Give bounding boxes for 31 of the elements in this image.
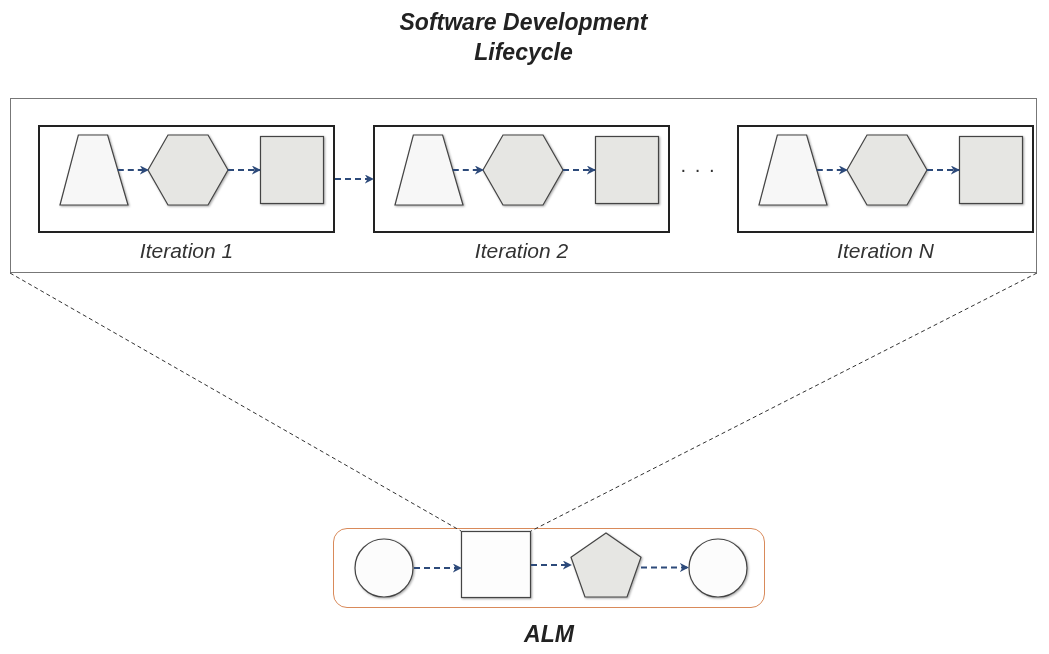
box-shape xyxy=(595,136,659,204)
arrow xyxy=(927,165,960,175)
arrow xyxy=(228,165,261,175)
box-shape xyxy=(461,531,531,598)
iteration-label: Iteration 1 xyxy=(138,239,235,263)
arrow xyxy=(563,165,596,175)
iteration-label: Iteration 2 xyxy=(473,239,570,263)
box-shape xyxy=(959,136,1023,204)
arrow xyxy=(117,165,149,175)
circle-shape xyxy=(688,538,748,598)
pentagon-shape xyxy=(571,533,641,597)
arrow xyxy=(531,560,572,570)
arrow xyxy=(452,165,484,175)
trapezoid-shape xyxy=(395,135,463,205)
arrow xyxy=(414,563,462,573)
hexagon-shape xyxy=(847,135,927,205)
hexagon-shape xyxy=(483,135,563,205)
arrow xyxy=(816,165,848,175)
trapezoid-shape xyxy=(759,135,827,205)
panel-title: Software Development Lifecycle xyxy=(398,8,649,67)
container-title: ALM xyxy=(522,621,576,647)
hexagon-shape xyxy=(148,135,228,205)
arrow xyxy=(641,563,689,572)
ellipsis-label: · · · xyxy=(680,158,717,181)
zoom-guide-line xyxy=(9,272,462,532)
trapezoid-shape xyxy=(60,135,128,205)
circle-shape xyxy=(354,538,414,598)
iteration-label: Iteration N xyxy=(836,239,935,263)
box-shape xyxy=(260,136,324,204)
arrow xyxy=(335,174,374,184)
zoom-guide-line xyxy=(530,272,1038,532)
